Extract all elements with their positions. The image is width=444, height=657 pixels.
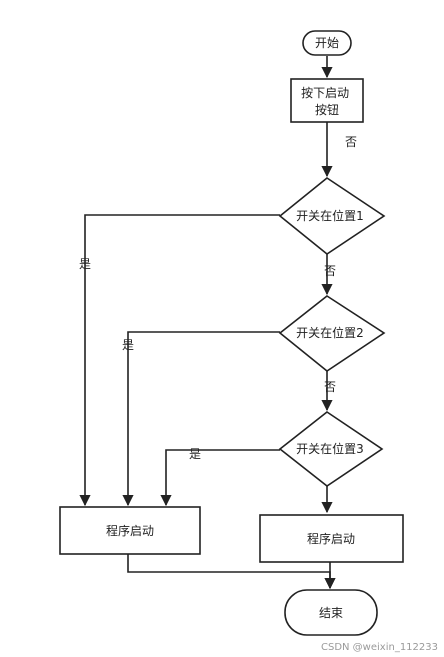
edge-label-no-1: 否: [345, 135, 357, 149]
check-pos1-label: 开关在位置1: [296, 208, 364, 223]
press-button-node: 按下启动 按钮: [290, 78, 364, 123]
edge-check1-yes: [79, 214, 280, 507]
program-start-right-node: 程序启动: [259, 514, 404, 563]
check-pos2-node: 开关在位置2: [278, 295, 386, 372]
program-start-left-label: 程序启动: [106, 523, 154, 538]
program-start-left-node: 程序启动: [59, 506, 201, 555]
check-pos1-node: 开关在位置1: [278, 177, 386, 255]
check-pos3-label: 开关在位置3: [296, 441, 364, 456]
end-node: 结束: [284, 589, 378, 636]
edge-check3-yes: [160, 449, 280, 507]
press-button-node-label: 按下启动 按钮: [301, 86, 353, 117]
edge-label-yes-3: 是: [189, 447, 201, 461]
edge-label-yes-1: 是: [79, 257, 91, 271]
start-node: 开始: [302, 30, 352, 56]
press-button-line-2: 按钮: [315, 102, 339, 117]
start-node-label: 开始: [315, 36, 339, 50]
end-node-label: 结束: [319, 606, 343, 620]
check-pos3-node: 开关在位置3: [278, 411, 384, 487]
press-button-line-1: 按下启动: [301, 86, 349, 100]
edges: [79, 56, 336, 590]
edge-check2-yes: [122, 331, 280, 507]
edge-label-no-2: 否: [324, 264, 336, 278]
check-pos2-label: 开关在位置2: [296, 325, 364, 340]
watermark: CSDN @weixin_112233: [321, 642, 438, 653]
edge-label-yes-2: 是: [122, 338, 134, 352]
program-start-right-label: 程序启动: [307, 531, 355, 546]
edge-label-no-3: 否: [324, 380, 336, 394]
